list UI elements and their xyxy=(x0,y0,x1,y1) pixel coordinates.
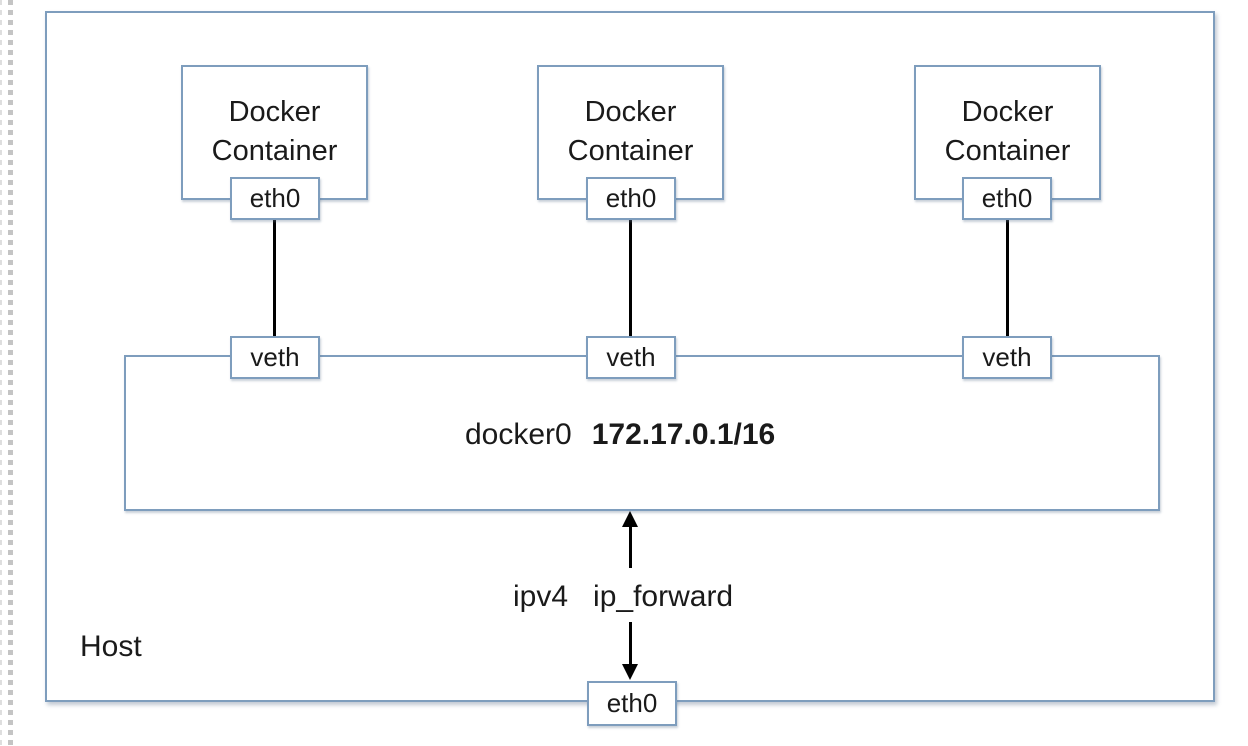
docker0-bridge-box xyxy=(124,355,1160,511)
veth-box-2: veth xyxy=(586,336,676,379)
container-eth0-label: eth0 xyxy=(249,183,301,213)
docker-container-box-3: Docker Container xyxy=(914,65,1101,200)
docker-container-title: Docker Container xyxy=(944,96,1071,167)
ip-forward-word2: ip_forward xyxy=(593,580,734,613)
ip-forward-word1: ipv4 xyxy=(513,580,569,613)
docker-container-title: Docker Container xyxy=(567,96,694,167)
container-eth0-box-2: eth0 xyxy=(586,177,676,220)
veth-box-1: veth xyxy=(230,336,320,379)
container-eth0-label: eth0 xyxy=(605,183,657,213)
down-arrow xyxy=(622,622,638,680)
eth0-veth-link-1 xyxy=(273,220,276,336)
down-arrow-shaft xyxy=(628,622,632,664)
eth0-veth-link-2 xyxy=(629,220,632,336)
host-label: Host xyxy=(80,630,142,663)
veth-label: veth xyxy=(250,342,300,372)
docker-container-title: Docker Container xyxy=(211,96,338,167)
host-eth0-label: eth0 xyxy=(606,688,658,718)
container-eth0-box-1: eth0 xyxy=(230,177,320,220)
veth-box-3: veth xyxy=(962,336,1052,379)
bridge-subnet: 172.17.0.1/16 xyxy=(591,418,776,451)
ip-forward-label: ipv4 ip_forward xyxy=(513,580,733,614)
page-edge-dots-outer xyxy=(0,0,2,746)
veth-label: veth xyxy=(982,342,1032,372)
page-edge-dots xyxy=(8,0,13,746)
eth0-veth-link-3 xyxy=(1006,220,1009,336)
container-eth0-label: eth0 xyxy=(981,183,1033,213)
up-arrow xyxy=(622,511,638,568)
up-arrowhead-icon xyxy=(622,511,638,527)
down-arrowhead-icon xyxy=(622,664,638,680)
container-eth0-box-3: eth0 xyxy=(962,177,1052,220)
host-eth0-box: eth0 xyxy=(587,681,677,726)
up-arrow-shaft xyxy=(628,527,632,568)
bridge-label: docker0 172.17.0.1/16 xyxy=(465,418,775,452)
veth-label: veth xyxy=(606,342,656,372)
bridge-name: docker0 xyxy=(465,418,572,451)
